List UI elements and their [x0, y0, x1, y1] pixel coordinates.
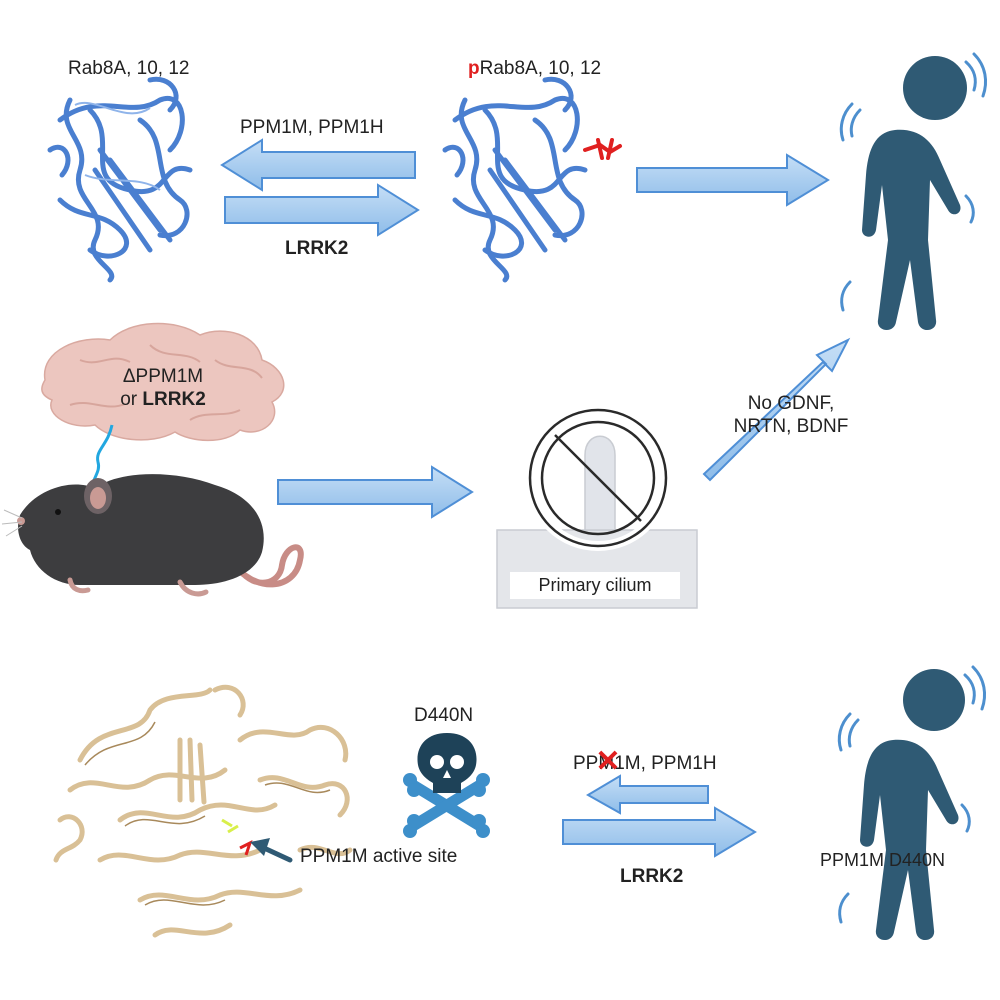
mouse-illustration [1, 474, 304, 597]
arrow-bottom-forward [562, 806, 757, 858]
active-site-label: PPM1M active site [300, 846, 458, 867]
rab-protein-highlight-left [74, 102, 161, 191]
brain-label-or: or [120, 388, 143, 410]
rab-protein-structure-left [47, 76, 193, 283]
brain-label-line1: ΔPPM1M [122, 366, 204, 387]
arrow-top-left-reverse [220, 138, 416, 192]
bottom-phosphatases-label: PPM✕1M, PPM1H [573, 747, 717, 777]
prab-protein-name: Rab8A, 10, 12 [479, 58, 602, 79]
tremor-marks-top [839, 52, 988, 312]
crossed-letter-text: M [598, 753, 615, 774]
phospho-prefix: p [468, 58, 480, 79]
red-cross-icon: ✕ [595, 745, 621, 778]
brain-illustration [41, 322, 285, 442]
brain-label-line2: or LRRK2 [88, 389, 238, 412]
bottom-phosphatases-part-b: 1M, PPM1H [614, 753, 717, 774]
tremor-marks-bottom [837, 665, 987, 924]
ppm1m-protein-structure [53, 684, 353, 938]
patient-figure-top [862, 56, 967, 331]
bottom-phosphatases-part-a: PP [573, 753, 599, 774]
brain-label-lrrk2: LRRK2 [142, 388, 206, 410]
patient-mutation-label: PPM1M D440N [820, 850, 946, 870]
prab-protein-structure [442, 76, 588, 283]
active-site-residues [221, 818, 253, 856]
arrow-bottom-reverse [586, 774, 709, 815]
primary-cilium-label: Primary cilium [538, 575, 652, 595]
mutation-label: D440N [414, 705, 474, 726]
top-kinase-label: LRRK2 [285, 238, 349, 259]
brain-folds [69, 344, 263, 421]
arrow-cilium-to-patient-diagonal [702, 337, 851, 482]
prohibition-icon [525, 405, 671, 551]
active-site-pointer-arrow [250, 838, 293, 863]
arrow-top-to-patient [636, 153, 830, 207]
arrow-mouse-to-cilium [277, 465, 474, 519]
cilium-shape [584, 435, 616, 531]
rab-protein-label: Rab8A, 10, 12 [68, 58, 190, 79]
ppm1m-protein-shading [84, 721, 331, 906]
skull-crossbones-icon [403, 733, 490, 838]
patient-figure-bottom [860, 669, 965, 941]
cilium-label-box [510, 572, 680, 599]
arrow-top-right-forward [224, 183, 420, 237]
no-factors-line1: No GDNF, [747, 393, 835, 414]
no-factors-line2: NRTN, BDNF [733, 415, 849, 437]
brain-label: ΔPPM1M or LRRK2 [88, 366, 238, 412]
phospho-group [583, 138, 622, 160]
no-neurotrophic-factors-label: No GDNF, NRTN, BDNF [716, 393, 866, 439]
prab-protein-label: pRab8A, 10, 12 [468, 58, 601, 81]
top-phosphatases-label: PPM1M, PPM1H [240, 117, 384, 138]
crossed-letter: M✕ [595, 747, 620, 777]
bottom-kinase-label: LRRK2 [620, 866, 684, 887]
